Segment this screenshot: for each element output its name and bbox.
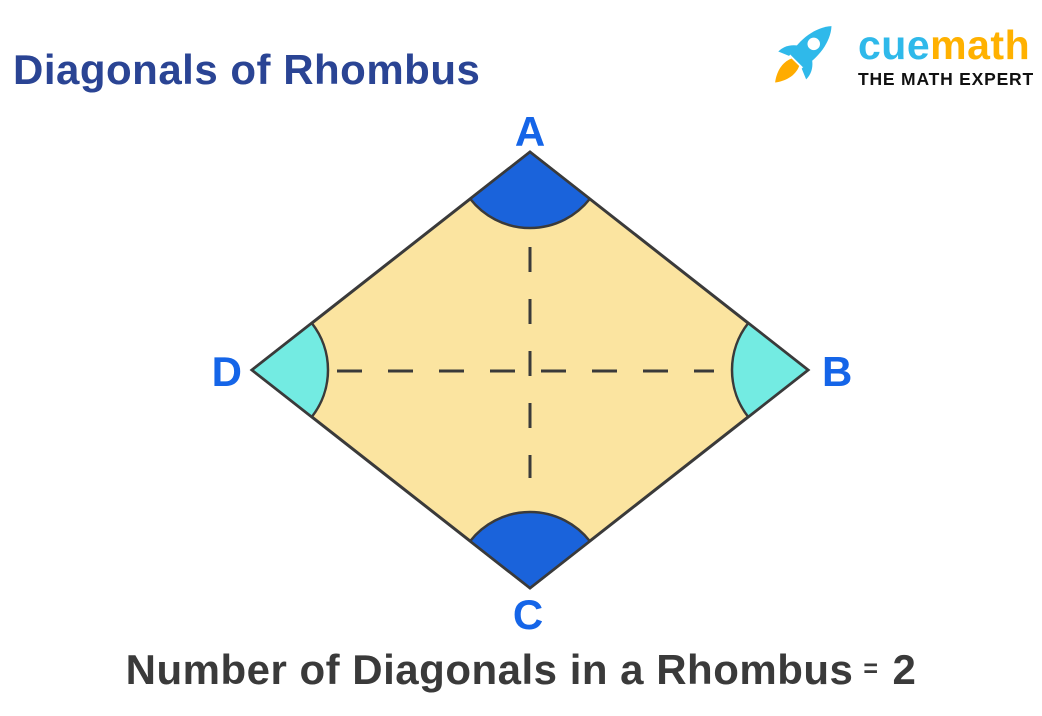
- page-title: Diagonals of Rhombus: [13, 46, 481, 93]
- logo-math: math: [930, 22, 1031, 68]
- vertex-label-a: A: [515, 108, 545, 155]
- rocket-icon: [775, 26, 832, 83]
- logo-wordmark: cuemath: [858, 24, 1034, 66]
- caption-equals: =: [863, 655, 879, 683]
- rocket-fin-right: [801, 58, 813, 80]
- caption-value: 2: [892, 646, 917, 693]
- angle-mark-a: [468, 150, 592, 230]
- vertex-label-c: C: [513, 591, 543, 638]
- rocket-flame: [775, 58, 800, 83]
- cuemath-logo: cuemath THE MATH EXPERT: [768, 8, 1034, 96]
- caption: Number of Diagonals in a Rhombus = 2: [0, 646, 1042, 694]
- vertex-label-b: B: [822, 348, 852, 395]
- logo-text-block: cuemath THE MATH EXPERT: [858, 24, 1034, 90]
- logo-cue: cue: [858, 22, 931, 68]
- vertex-label-d: D: [212, 348, 242, 395]
- rocket-window: [807, 37, 821, 51]
- angle-mark-b: [730, 321, 811, 419]
- caption-text: Number of Diagonals in a Rhombus: [125, 646, 854, 693]
- rocket-fin-left: [778, 45, 800, 56]
- logo-tagline: THE MATH EXPERT: [858, 69, 1034, 89]
- angle-mark-d: [249, 321, 330, 419]
- angle-mark-c: [468, 510, 592, 590]
